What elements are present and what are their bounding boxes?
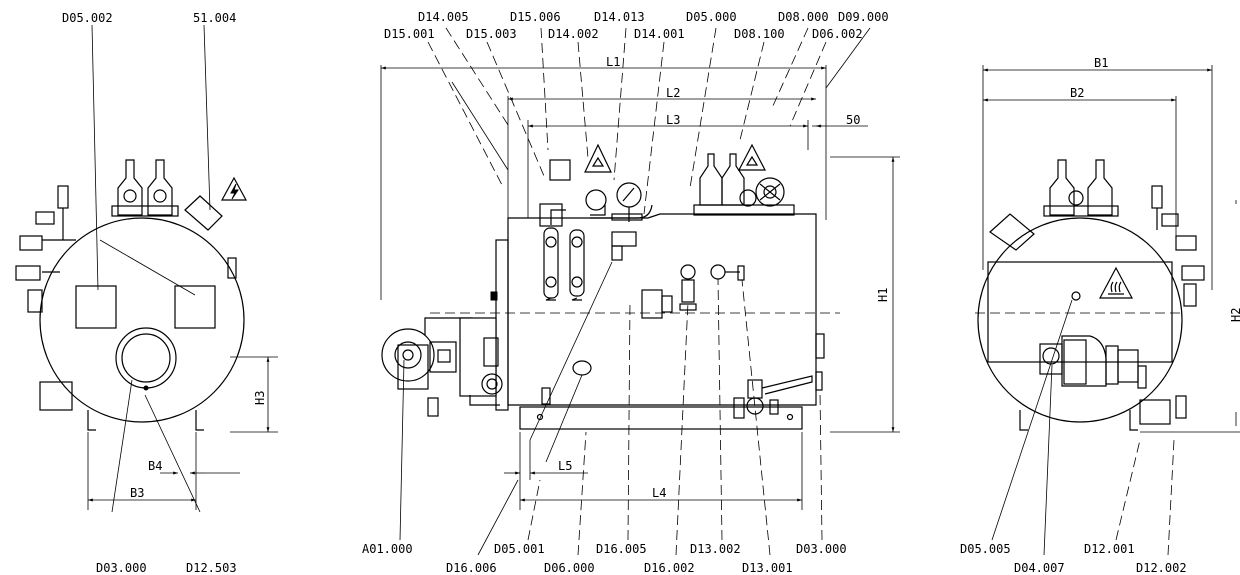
blowdown-valve xyxy=(733,371,823,419)
front-top-label-d08-100: D08.100 xyxy=(734,27,785,41)
front-dim-l3: L3 xyxy=(666,113,680,127)
left-leg-a xyxy=(87,410,96,431)
left-drain-point xyxy=(143,385,149,391)
front-dim-l1: L1 xyxy=(606,55,620,69)
front-top-label-d14-002: D14.002 xyxy=(548,27,599,41)
front-warning-icons xyxy=(584,143,766,173)
front-mid-fittings xyxy=(611,231,745,319)
front-bottom-label-d16-006: D16.006 xyxy=(446,561,497,575)
right-burner xyxy=(1039,335,1147,389)
left-bottom-valve xyxy=(39,381,73,411)
front-bottom-label-a01-000: A01.000 xyxy=(362,542,413,556)
front-dim-l4: L4 xyxy=(652,486,666,500)
front-dim-h1: H1 xyxy=(876,288,890,302)
left-burner-port-inner xyxy=(121,333,171,383)
left-dim-b4: B4 xyxy=(148,459,162,473)
left-side-view: D05.002 51.004 B4 B3 H3 D03.000 D12.503 xyxy=(15,11,278,575)
right-side-view: B1 B2 H2 D05.005 D12.001 D04.007 D12.002 xyxy=(960,56,1240,575)
top-pipe xyxy=(590,204,653,219)
front-safety-valves xyxy=(693,153,795,216)
right-bottom-label-d04-007: D04.007 xyxy=(1014,561,1065,575)
front-bottom-label-d13-002: D13.002 xyxy=(690,542,741,556)
hot-surface-warning-icon xyxy=(1099,266,1133,299)
front-top-leaders xyxy=(427,27,871,215)
electrical-warning-icon xyxy=(220,176,248,201)
pressure-gauge xyxy=(611,182,643,222)
front-bottom-leaders xyxy=(399,261,823,556)
right-bottom-label-d12-002: D12.002 xyxy=(1136,561,1187,575)
base-frame xyxy=(519,406,803,430)
left-burner-port-outer xyxy=(115,327,177,389)
left-bottom-label-1: D12.503 xyxy=(186,561,237,575)
left-electrical-hood xyxy=(184,195,223,231)
right-sight-hole xyxy=(1071,291,1081,301)
right-dim-b1: B1 xyxy=(1094,56,1108,70)
right-boiler-shell xyxy=(977,217,1183,423)
front-bottom-label-d03-000: D03.000 xyxy=(796,542,847,556)
front-top-label-d06-002: D06.002 xyxy=(812,27,863,41)
left-top-label-1: 51.004 xyxy=(193,11,236,25)
left-side-fittings xyxy=(15,185,76,313)
front-bottom-label-d05-001: D05.001 xyxy=(494,542,545,556)
right-safety-valves xyxy=(1043,159,1119,217)
front-top-label-d14-005: D14.005 xyxy=(418,10,469,24)
front-dim-50: 50 xyxy=(846,113,860,127)
inspection-port xyxy=(572,360,592,376)
front-dim-l5: L5 xyxy=(558,459,572,473)
right-bottom-label-d05-005: D05.005 xyxy=(960,542,1011,556)
front-dim-l2: L2 xyxy=(666,86,680,100)
right-mid-panel xyxy=(987,261,1173,363)
front-top-label-d14-013: D14.013 xyxy=(594,10,645,24)
front-bottom-label-d16-005: D16.005 xyxy=(596,542,647,556)
left-top-label-0: D05.002 xyxy=(62,11,113,25)
front-top-label-d14-001: D14.001 xyxy=(634,27,685,41)
left-safety-valves xyxy=(111,159,179,217)
lightning-icon xyxy=(230,183,239,200)
front-view: D14.005 D15.006 D14.013 D05.000 D08.000 … xyxy=(362,10,900,575)
left-panel-b xyxy=(174,285,216,329)
front-top-label-d15-001: D15.001 xyxy=(384,27,435,41)
right-side-fittings xyxy=(1139,185,1205,425)
front-top-label-d15-003: D15.003 xyxy=(466,27,517,41)
front-bottom-label-d16-002: D16.002 xyxy=(644,561,695,575)
left-leg-b xyxy=(195,410,204,431)
front-top-label-d15-006: D15.006 xyxy=(510,10,561,24)
burner-assembly xyxy=(381,291,503,417)
right-bottom-label-d12-001: D12.001 xyxy=(1084,542,1135,556)
left-dim-h3: H3 xyxy=(253,391,267,405)
level-gauges xyxy=(539,159,607,301)
front-top-label-d08-000: D08.000 xyxy=(778,10,829,24)
right-hood xyxy=(989,213,1035,251)
front-top-label-d05-000: D05.000 xyxy=(686,10,737,24)
right-dim-b2: B2 xyxy=(1070,86,1084,100)
left-dim-b3: B3 xyxy=(130,486,144,500)
right-dim-h2: H2 xyxy=(1229,308,1240,322)
left-panel-a xyxy=(75,285,117,329)
left-boiler-shell xyxy=(39,217,245,423)
front-top-label-d09-000: D09.000 xyxy=(838,10,889,24)
front-bottom-label-d13-001: D13.001 xyxy=(742,561,793,575)
front-bottom-label-d06-000: D06.000 xyxy=(544,561,595,575)
left-bottom-label-0: D03.000 xyxy=(96,561,147,575)
